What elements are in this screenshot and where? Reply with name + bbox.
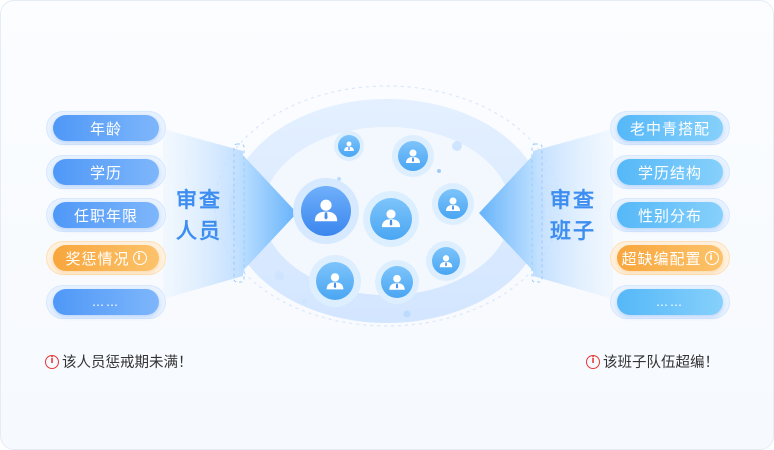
pill-label: …… (617, 289, 723, 315)
warning-icon: i (45, 354, 59, 369)
left-warning: i 该人员惩戒期未满！ (45, 351, 193, 372)
right-item-education-structure: 学历结构 (610, 155, 730, 189)
left-item-rewards: 奖惩情况 i (46, 241, 166, 275)
avatar-right (432, 183, 474, 225)
pill-label: 奖惩情况 (65, 249, 130, 268)
avatar-bottom-left (309, 255, 361, 307)
left-title: 审查 人员 (176, 185, 222, 247)
info-icon: i (704, 251, 719, 265)
right-item-staffing: 超缺编配置 i (610, 241, 730, 275)
right-warning-text: 该班子队伍超编！ (603, 355, 719, 371)
left-item-more: …… (46, 285, 166, 319)
left-arrow (239, 151, 297, 275)
left-item-tenure: 任职年限 (46, 198, 166, 232)
right-item-more: …… (610, 285, 730, 319)
left-warning-text: 该人员惩戒期未满！ (62, 355, 193, 371)
pill-label: 性别分布 (617, 202, 723, 228)
right-title: 审查 班子 (550, 185, 596, 247)
pill-label: 学历结构 (617, 159, 723, 185)
left-title-line1: 审查 (176, 188, 222, 212)
avatar-top-mid (392, 135, 434, 177)
avatar-large (293, 178, 359, 244)
left-title-line2: 人员 (176, 219, 222, 243)
avatar-bottom-right (426, 241, 466, 281)
right-title-line1: 审查 (550, 188, 596, 212)
pill-label: 学历 (53, 159, 159, 185)
pill-label: 年龄 (53, 115, 159, 141)
pill-label: …… (53, 289, 159, 315)
info-icon: i (132, 251, 147, 265)
pill-label: 超缺编配置 (621, 249, 702, 268)
right-warning: i 该班子队伍超编！ (586, 351, 719, 372)
pill-label: 老中青搭配 (617, 115, 723, 141)
pill-label: 任职年限 (53, 202, 159, 228)
right-beam (533, 129, 613, 299)
pill-warn: 超缺编配置 i (617, 245, 723, 271)
right-arrow (479, 151, 537, 275)
pill-warn: 奖惩情况 i (53, 245, 159, 271)
avatar-center (363, 191, 419, 247)
warning-icon: i (586, 354, 600, 369)
left-beam (163, 129, 243, 299)
avatar-top-left (334, 131, 364, 161)
left-item-age: 年龄 (46, 111, 166, 145)
right-item-age-mix: 老中青搭配 (610, 111, 730, 145)
right-item-gender: 性别分布 (610, 198, 730, 232)
avatar-bottom-mid (375, 260, 419, 304)
left-item-education: 学历 (46, 155, 166, 189)
right-title-line2: 班子 (550, 219, 596, 243)
